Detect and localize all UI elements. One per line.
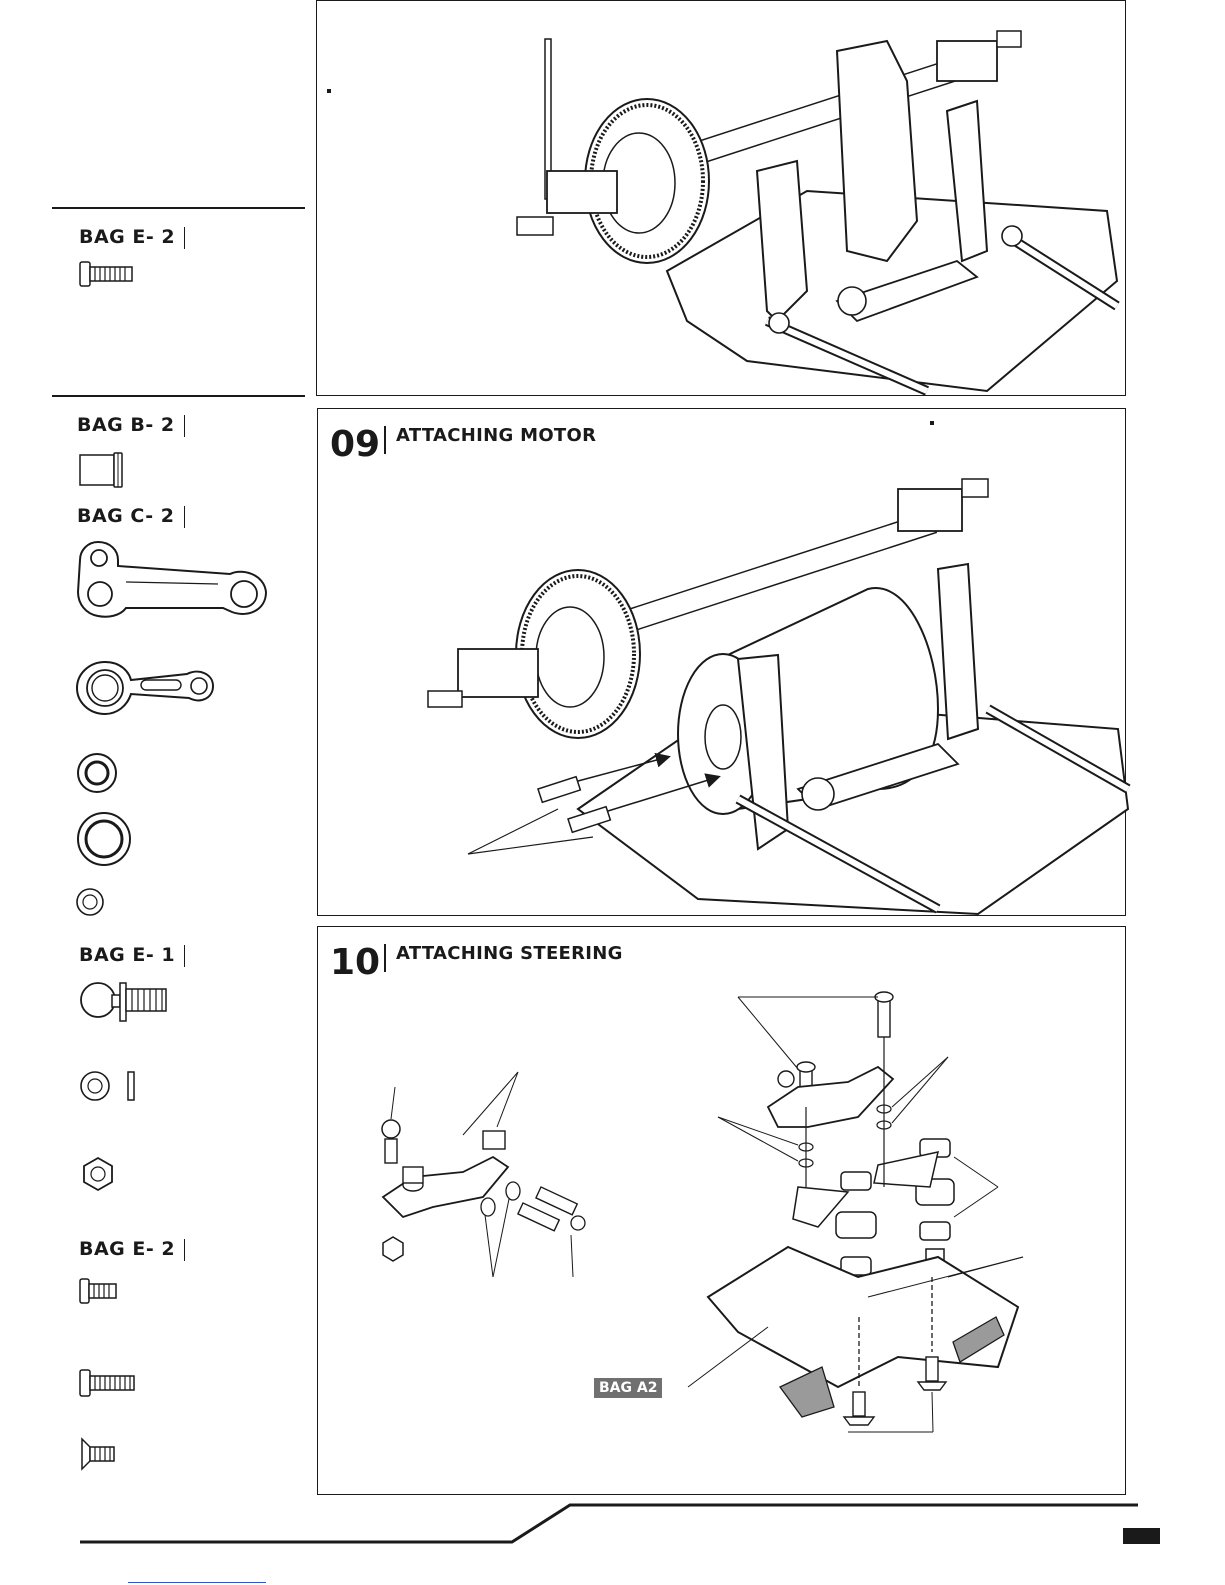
steering-arm-exploded-illustration bbox=[373, 1067, 603, 1287]
steering-link-icon bbox=[77, 660, 217, 716]
bearing-small-icon bbox=[76, 752, 118, 794]
step-number: 09 bbox=[330, 427, 380, 463]
motor-mounting-illustration bbox=[438, 469, 1128, 914]
button-screw-long-icon bbox=[80, 1370, 138, 1398]
button-screw-short-icon bbox=[80, 1279, 120, 1305]
washer-icon bbox=[76, 888, 106, 918]
chassis-spur-gear-illustration bbox=[507, 21, 1117, 391]
bag-label: BAG E- 2 bbox=[79, 226, 185, 248]
bushing-icon bbox=[80, 453, 126, 487]
bag-a2-tag: BAG A2 bbox=[594, 1378, 662, 1398]
parts-divider-top bbox=[52, 207, 305, 209]
page-number-block bbox=[1123, 1528, 1160, 1544]
steering-arm-icon bbox=[78, 538, 270, 618]
countersunk-screw-icon bbox=[80, 1439, 120, 1471]
bag-label: BAG E- 2 bbox=[79, 1238, 185, 1260]
bag-label: BAG B- 2 bbox=[77, 414, 185, 436]
note-bullet bbox=[930, 421, 934, 425]
step-panel-top bbox=[316, 0, 1126, 396]
button-screw-icon bbox=[80, 262, 135, 288]
hex-nut-icon bbox=[80, 1156, 116, 1192]
footer-link-underline bbox=[128, 1582, 266, 1583]
step-title: ATTACHING STEERING bbox=[384, 943, 623, 964]
parts-divider-middle bbox=[52, 395, 305, 397]
bag-label: BAG C- 2 bbox=[77, 505, 185, 527]
step-panel-10: 10 ATTACHING STEERING bbox=[317, 926, 1126, 1495]
bag-label: BAG E- 1 bbox=[79, 944, 185, 966]
shim-icon bbox=[80, 1071, 140, 1103]
step-number: 10 bbox=[330, 945, 380, 981]
bearing-large-icon bbox=[76, 811, 132, 867]
footer-rule bbox=[80, 1500, 1140, 1550]
steering-assembly-exploded-illustration bbox=[698, 987, 1028, 1477]
step-title: ATTACHING MOTOR bbox=[384, 425, 596, 446]
step-panel-09: 09 ATTACHING MOTOR bbox=[317, 408, 1126, 916]
ball-stud-icon bbox=[80, 981, 168, 1025]
note-bullet bbox=[327, 89, 331, 93]
